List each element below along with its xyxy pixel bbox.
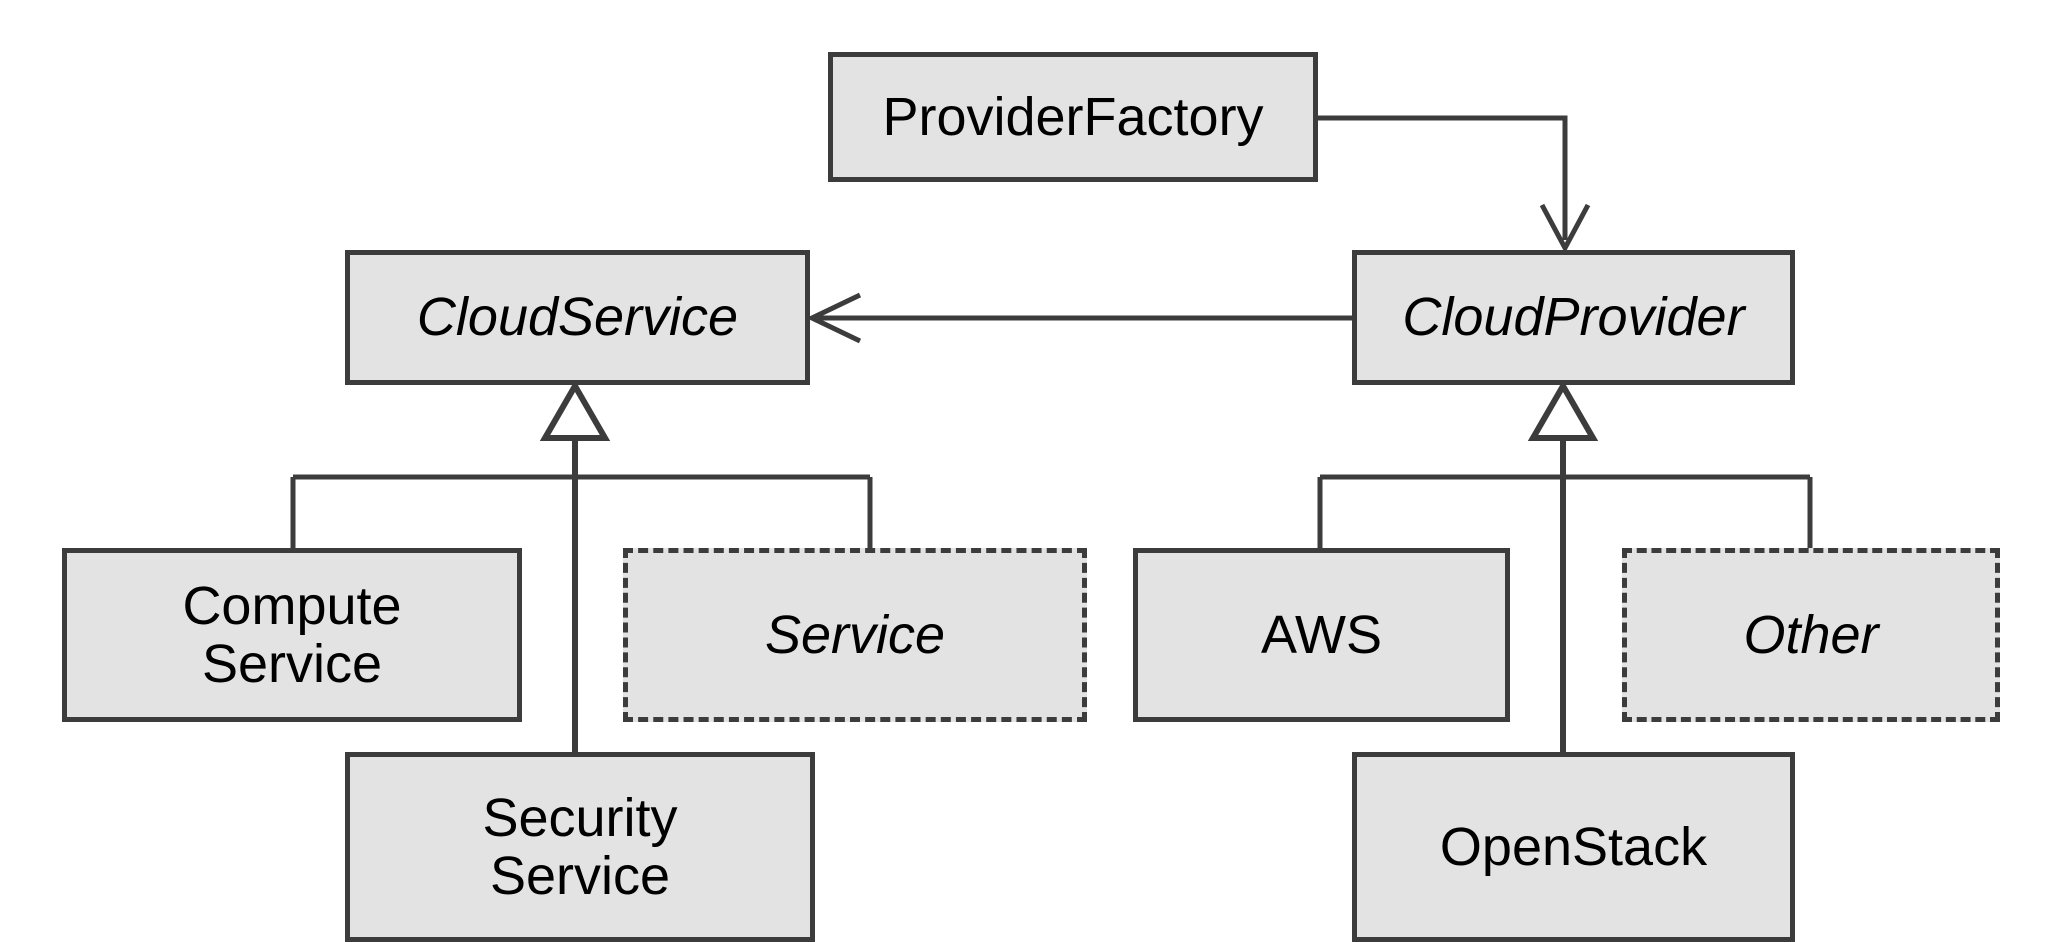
node-other[interactable]: Other: [1622, 548, 2000, 722]
node-cloud-service-label: CloudService: [416, 287, 739, 348]
node-security-service-label: Security Service: [482, 787, 678, 906]
node-other-label: Other: [1743, 604, 1879, 665]
node-security-service[interactable]: Security Service: [345, 752, 815, 942]
node-aws-label: AWS: [1261, 604, 1382, 665]
node-cloud-service[interactable]: CloudService: [345, 250, 810, 385]
node-cloud-provider[interactable]: CloudProvider: [1352, 250, 1795, 385]
edge-provider-uses-service: [806, 292, 1352, 344]
node-provider-factory[interactable]: ProviderFactory: [828, 52, 1318, 182]
edge-cloud-provider-generalization-tree: [1317, 379, 1813, 752]
node-openstack[interactable]: OpenStack: [1352, 752, 1795, 942]
node-openstack-label: OpenStack: [1439, 816, 1708, 877]
edge-cloud-service-generalization-tree: [290, 379, 873, 752]
node-compute-service[interactable]: Compute Service: [62, 548, 522, 722]
node-service-label: Service: [764, 604, 946, 665]
edge-factory-creates-provider: [1318, 115, 1591, 254]
node-provider-factory-label: ProviderFactory: [882, 86, 1264, 147]
node-cloud-provider-label: CloudProvider: [1402, 287, 1745, 348]
node-compute-service-label: Compute Service: [182, 575, 402, 694]
node-aws[interactable]: AWS: [1133, 548, 1510, 722]
node-service[interactable]: Service: [623, 548, 1087, 722]
